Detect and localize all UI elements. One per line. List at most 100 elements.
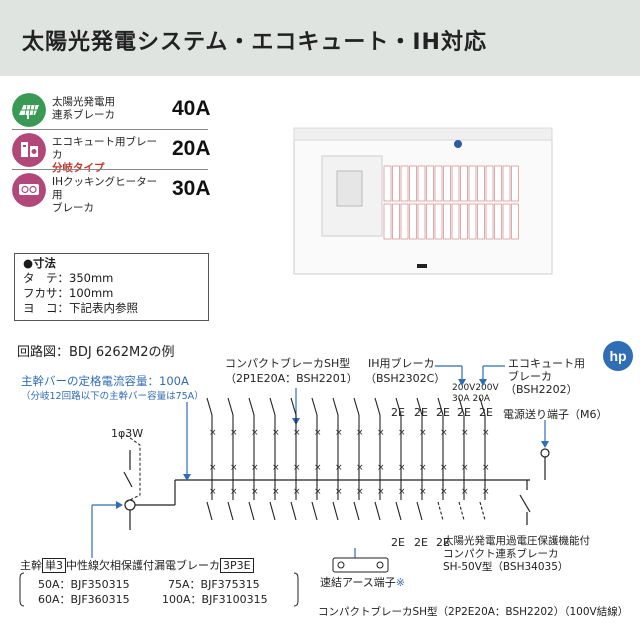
panel-breaker [383, 203, 392, 240]
branch-switch [332, 397, 339, 416]
spec-label: IHクッキングヒーター用 ブレーカ [52, 176, 158, 214]
model-75a: 75A：BJF375315 [168, 578, 260, 591]
branch-mark: × [398, 487, 406, 497]
model-50a: 50A：BJF350315 [38, 578, 130, 591]
branch-switch [269, 397, 276, 416]
solar-breaker-line1: 太陽光発電用過電圧保護機能付 [443, 535, 590, 547]
branch-switch [206, 501, 213, 521]
branch-switch [479, 501, 486, 521]
panel-breaker [485, 165, 494, 202]
branch-mark: × [314, 487, 322, 497]
branch-switch [458, 501, 465, 521]
branch-mark: × [251, 463, 259, 473]
branch-mark: × [314, 428, 322, 438]
branch-mark: × [293, 428, 301, 438]
bottom-2e-label: 2E [436, 536, 450, 549]
panel-breaker [443, 203, 451, 240]
bottom-2e-label: 2E [391, 536, 405, 549]
spec-row-ih: IHクッキングヒーター用 ブレーカ 30A [12, 172, 211, 214]
branch-mark: × [377, 463, 385, 473]
header-banner: 太陽光発電システム・エコキュート・IH対応 [0, 0, 640, 76]
panel-breaker [502, 165, 511, 202]
distribution-panel-image [293, 127, 553, 275]
panel-breaker [434, 165, 443, 202]
branch-switch [290, 501, 297, 521]
spec-value: 40A [172, 97, 211, 120]
dimensions-title: ●寸法 [23, 256, 57, 270]
branch-mark: × [230, 487, 238, 497]
branch-switch [311, 501, 318, 521]
spec-label: 太陽光発電用 連系ブレーカ [52, 96, 115, 121]
branch-switch [311, 397, 318, 416]
branch-mark: × [398, 428, 406, 438]
compact-breaker-title: コンパクトブレーカSH型 [225, 357, 351, 370]
branch-mark: × [209, 428, 217, 438]
divider [12, 129, 208, 130]
branch-switch [248, 397, 255, 416]
branch-mark: × [272, 463, 280, 473]
panel-breaker [451, 203, 460, 240]
diagram-title: 回路図：BDJ 6262M2の例 [17, 345, 175, 360]
branch-switch [332, 501, 339, 521]
branch-switch [374, 501, 381, 521]
branch-mark: × [335, 463, 343, 473]
panel-breaker [485, 203, 494, 240]
bottom-2e-label: 2E [414, 536, 428, 549]
branch-mark: × [209, 487, 217, 497]
branch-mark: × [251, 428, 259, 438]
panel-breaker [409, 203, 417, 240]
solar-breaker-line3: SH-50V型（BSH34035） [443, 561, 569, 573]
panel-breaker [451, 165, 460, 202]
branch-mark: × [461, 463, 469, 473]
spec-value: 20A [172, 137, 211, 160]
divider [12, 169, 208, 170]
branch-mark: × [293, 463, 301, 473]
branch-mark: × [482, 487, 490, 497]
top-2e-label: 2E [457, 406, 471, 419]
ih-cooker-icon [12, 173, 46, 207]
bottom-note: コンパクトブレーカSH型（2P2E20A：BSH2202）（100V結線） [318, 606, 629, 618]
branch-switch [395, 397, 402, 416]
branch-mark: × [398, 463, 406, 473]
power-terminal-label: 電源送り端子（M6） [503, 408, 608, 421]
panel-breaker [443, 165, 451, 202]
ih-rating-current: 30A 20A [452, 394, 491, 404]
branch-switch [395, 501, 402, 521]
panel-breaker [511, 165, 519, 202]
branch-switch [458, 397, 465, 416]
top-branch-breakers: ×××××××××××××××××××××××××××× [206, 397, 490, 480]
branch-switch [353, 501, 360, 521]
main-breaker-type: 3P3E [220, 558, 254, 573]
solar-panel-icon [12, 93, 46, 127]
panel-breaker [494, 203, 502, 240]
branch-mark: × [377, 428, 385, 438]
branch-mark: × [440, 487, 448, 497]
panel-breaker [426, 203, 434, 240]
branch-mark: × [230, 463, 238, 473]
branch-mark: × [314, 463, 322, 473]
panel-breaker [511, 203, 519, 240]
branch-mark: × [377, 487, 385, 497]
eco-cute-icon [12, 133, 46, 167]
main-bar-label: 主幹バーの定格電流容量：100A [21, 374, 189, 388]
dimension-width: ヨ コ：下記表内参照 [23, 301, 138, 315]
panel-breaker [477, 203, 485, 240]
eco-breaker-model: （BSH2202） [505, 383, 578, 396]
branch-mark: × [272, 487, 280, 497]
eco-breaker-title: エコキュート用 [508, 357, 585, 370]
branch-switch [248, 501, 255, 521]
panel-breaker [392, 165, 400, 202]
branch-mark: × [461, 487, 469, 497]
panel-breaker [417, 203, 426, 240]
spec-row-solar: 太陽光発電用 連系ブレーカ 40A [12, 92, 211, 128]
circuit-diagram: ×××××××××××××××××××××××××××× ×××××××××××… [19, 365, 550, 607]
branch-switch [374, 397, 381, 416]
panel-breaker [400, 203, 409, 240]
branch-switch [437, 501, 444, 521]
phase-label: 1φ3W [111, 427, 144, 440]
panel-breaker [392, 203, 400, 240]
branch-switch [437, 397, 444, 416]
panel-breaker [460, 203, 468, 240]
branch-mark: × [251, 487, 259, 497]
